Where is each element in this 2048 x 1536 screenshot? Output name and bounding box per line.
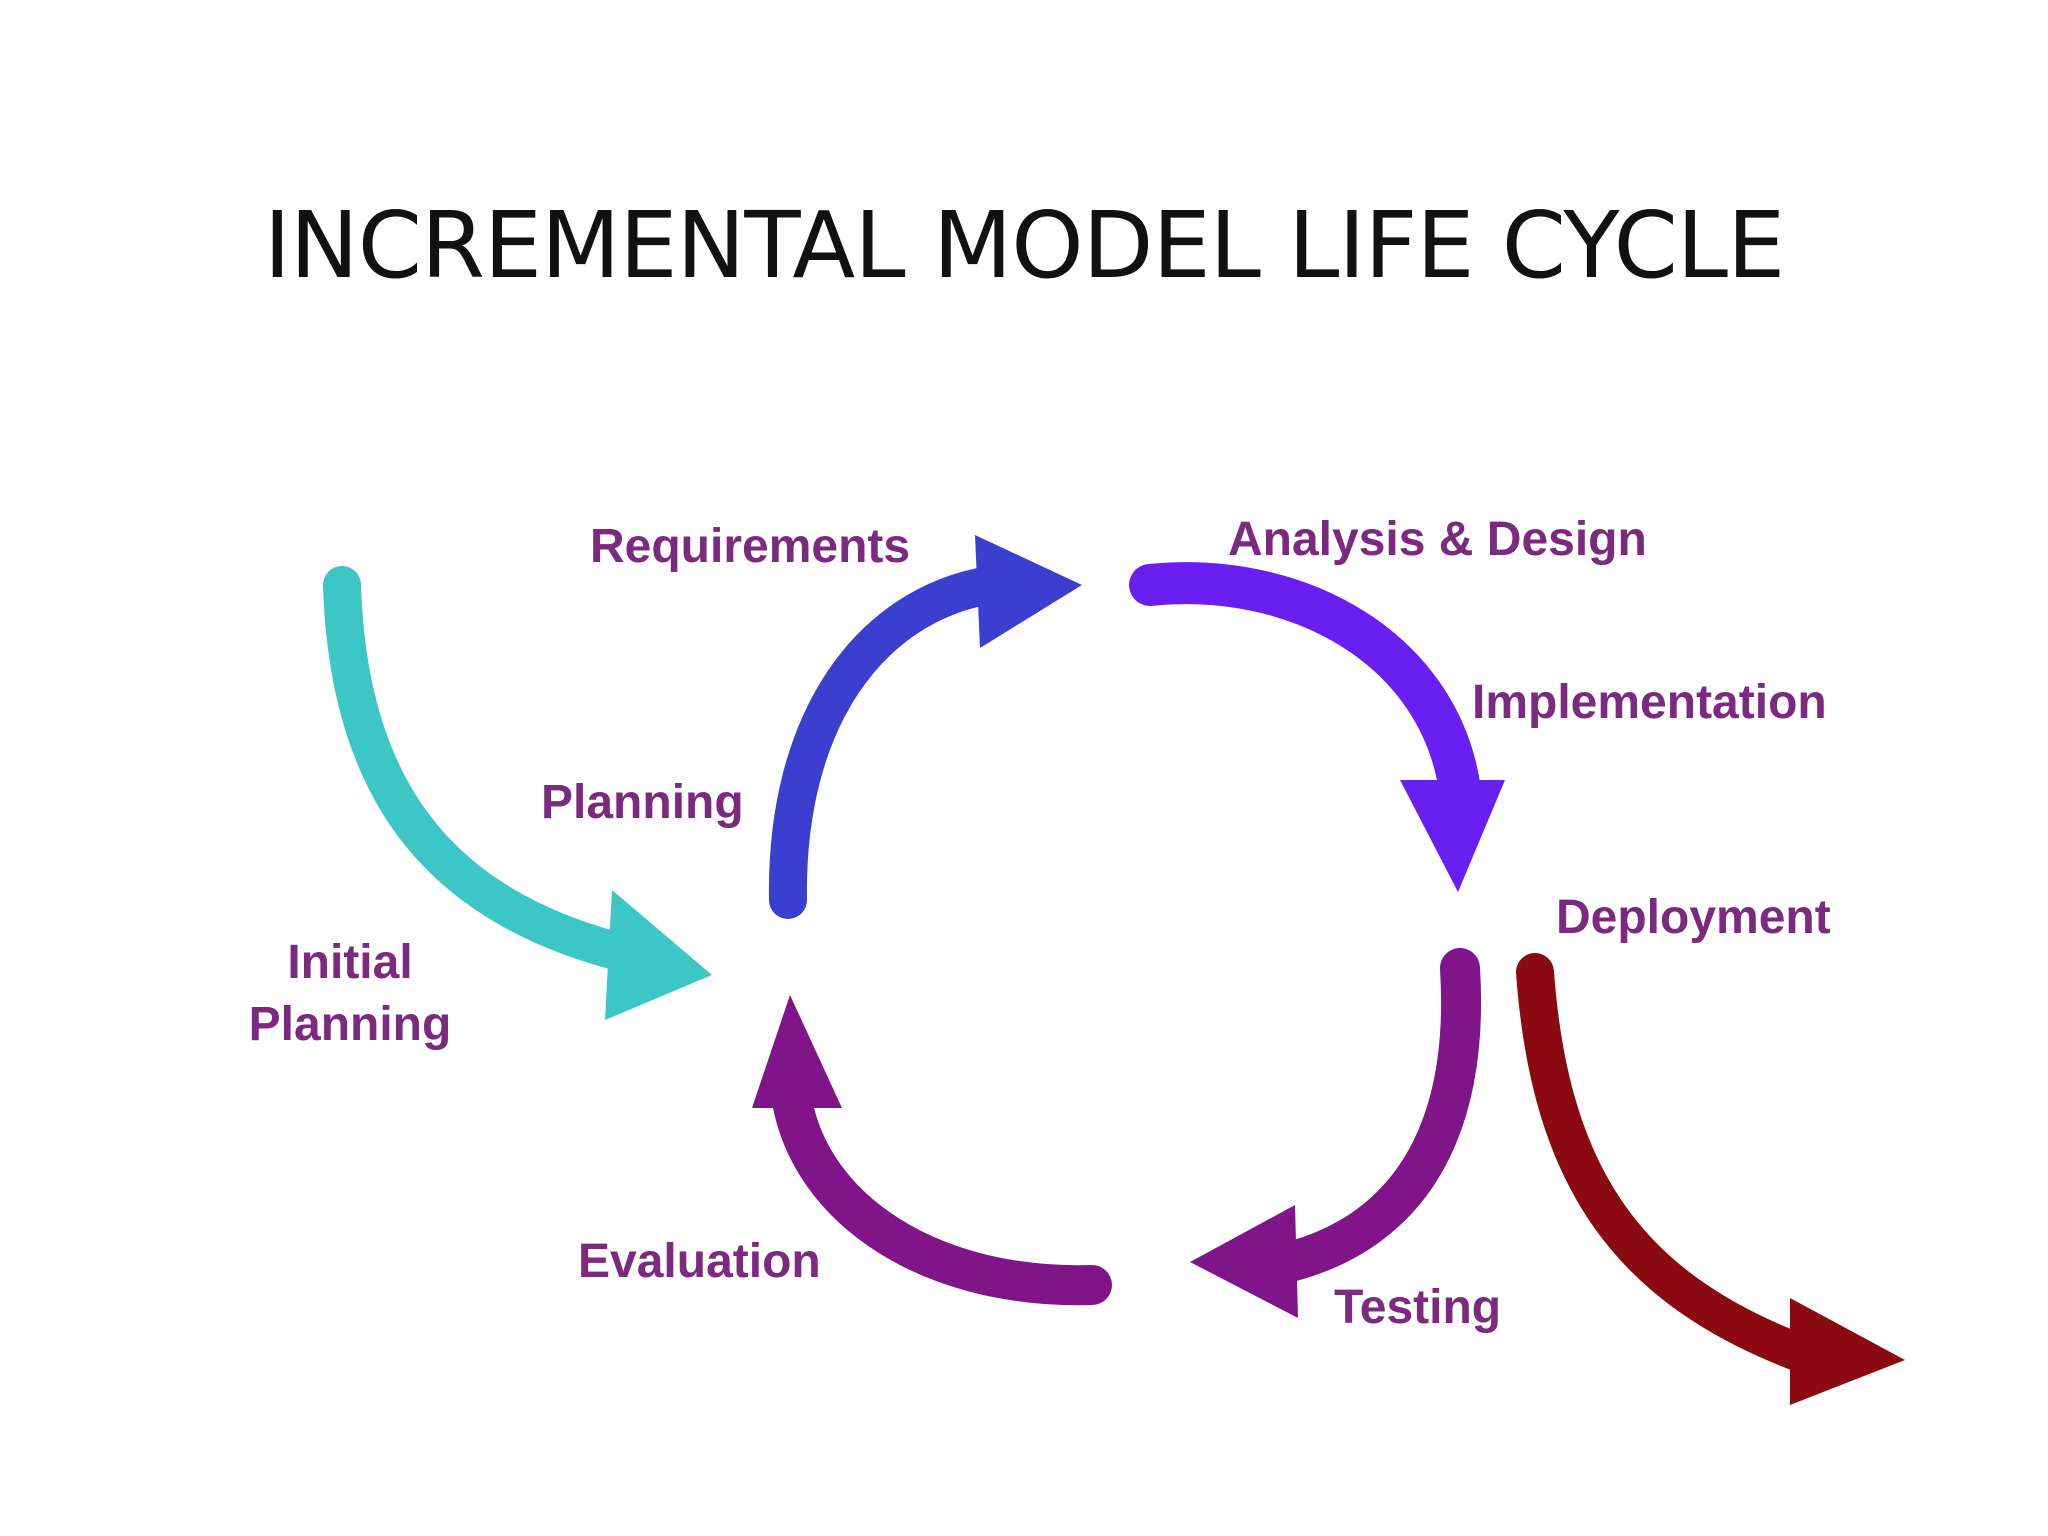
testing-arrow-shaft bbox=[1270, 948, 1481, 1282]
evaluation-arrow-shaft bbox=[770, 1065, 1112, 1306]
requirements-arrow-shaft bbox=[768, 566, 1009, 919]
initial-planning-arrow-head bbox=[605, 890, 712, 1020]
label-requirements: Requirements bbox=[590, 520, 910, 573]
deployment-arrow-head bbox=[1790, 1298, 1905, 1405]
design-arrow-shaft bbox=[1129, 562, 1481, 811]
initial-planning-arrow-shaft bbox=[323, 566, 631, 969]
evaluation-arrow bbox=[752, 995, 1112, 1306]
evaluation-arrow-head bbox=[752, 995, 842, 1108]
label-analysis-design: Analysis & Design bbox=[1228, 513, 1647, 566]
label-planning: Planning bbox=[541, 776, 744, 829]
initial-planning-arrow bbox=[323, 566, 712, 1020]
design-arrow bbox=[1129, 562, 1505, 892]
label-evaluation: Evaluation bbox=[578, 1235, 821, 1288]
design-arrow-head bbox=[1400, 780, 1505, 892]
deployment-arrow-shaft bbox=[1516, 953, 1824, 1374]
label-deployment: Deployment bbox=[1556, 891, 1831, 944]
testing-arrow-head bbox=[1190, 1205, 1298, 1318]
deployment-arrow bbox=[1516, 953, 1905, 1405]
label-testing: Testing bbox=[1334, 1281, 1501, 1334]
requirements-arrow bbox=[768, 535, 1082, 919]
testing-arrow bbox=[1190, 948, 1481, 1318]
label-implementation: Implementation bbox=[1472, 676, 1827, 729]
slide-title: INCREMENTAL MODEL LIFE CYCLE bbox=[263, 192, 1785, 299]
label-initial-planning-line2: Planning bbox=[249, 998, 452, 1051]
requirements-arrow-head bbox=[975, 535, 1082, 648]
label-initial-planning-line1: Initial bbox=[287, 936, 412, 989]
